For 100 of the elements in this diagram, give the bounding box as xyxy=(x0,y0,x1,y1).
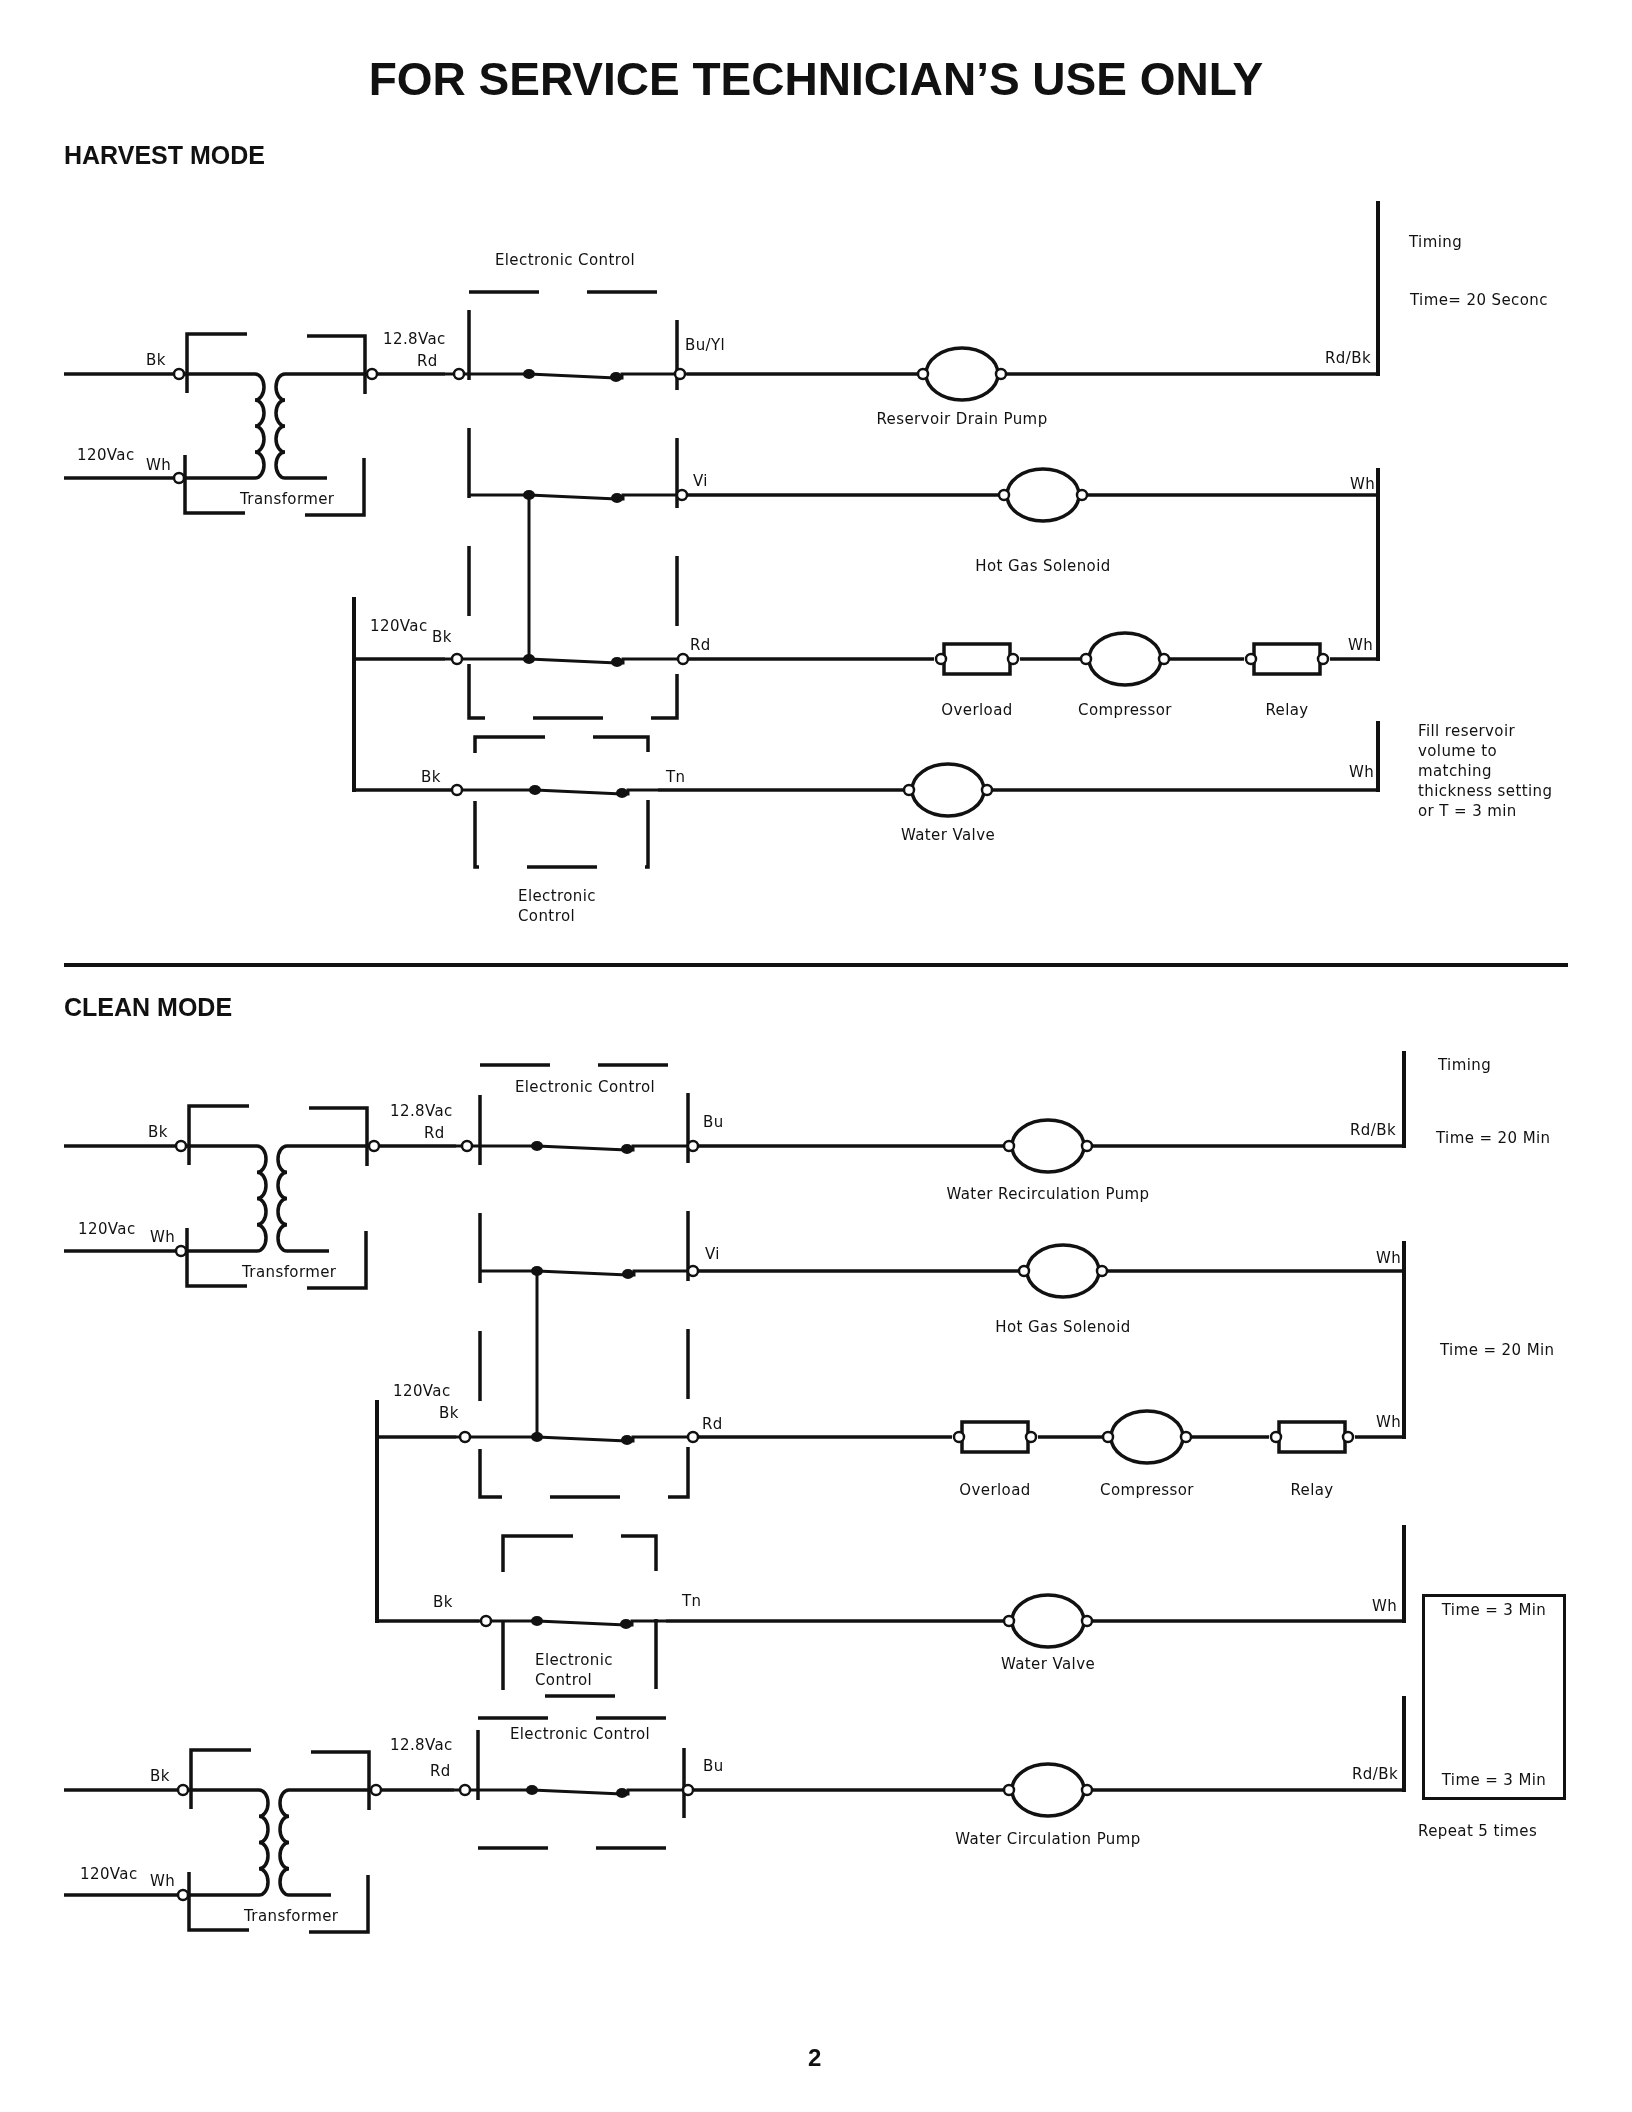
component-label: Relay xyxy=(1290,1480,1334,1500)
timing-note: Time = 20 Min xyxy=(1440,1340,1555,1360)
wire-code: Rd xyxy=(430,1762,451,1780)
wire xyxy=(1092,1619,1402,1623)
wire xyxy=(992,788,1376,792)
wire-code: Rd/Bk xyxy=(1350,1121,1396,1139)
wire-code: Rd xyxy=(690,636,711,654)
wire-code: Bu xyxy=(703,1757,724,1775)
wire xyxy=(1092,1788,1402,1792)
wire xyxy=(698,1269,1019,1273)
timing-note: Time = 3 Min xyxy=(1441,1600,1547,1620)
wire xyxy=(379,1619,479,1623)
control-label: Electronic Control xyxy=(493,250,637,270)
wire-code: 12.8Vac xyxy=(383,330,446,348)
wire-code: 120Vac xyxy=(77,446,135,464)
component-label: Compressor xyxy=(1078,700,1172,720)
wire-code: 12.8Vac xyxy=(390,1102,453,1120)
wire xyxy=(64,372,173,376)
wire xyxy=(1006,372,1376,376)
transformer-label: Transformer xyxy=(244,1906,339,1926)
wire xyxy=(1038,1435,1103,1439)
wire-code: Wh xyxy=(1348,636,1374,654)
wire xyxy=(698,1144,1004,1148)
wire-code: Rd xyxy=(702,1415,723,1433)
component-label: Hot Gas Solenoid xyxy=(975,556,1111,576)
timing-box xyxy=(1422,1594,1566,1800)
wire xyxy=(64,1893,177,1897)
wire-code: Wh xyxy=(150,1872,176,1890)
wire-code: Vi xyxy=(693,472,708,490)
wire xyxy=(1092,1144,1402,1148)
transformer-label: Transformer xyxy=(242,1262,337,1282)
component-label: Overload xyxy=(941,700,1013,720)
wire-code: Wh xyxy=(1376,1249,1402,1267)
timing-note: Time= 20 Seconc xyxy=(1410,290,1548,310)
page-title: FOR SERVICE TECHNICIAN’S USE ONLY xyxy=(368,52,1264,106)
timing-note: Fill reservoir volume to matching thickness setting or T = 3 min xyxy=(1418,721,1554,821)
wire xyxy=(687,372,918,376)
wire-code: Wh xyxy=(1349,763,1375,781)
wire-code: Wh xyxy=(1372,1597,1398,1615)
wire-code: Bu xyxy=(703,1113,724,1131)
wire xyxy=(64,1144,175,1148)
wire-code: Wh xyxy=(146,456,172,474)
wire-code: Bk xyxy=(432,628,452,646)
wire-code: Bu/Yl xyxy=(685,336,726,354)
wire xyxy=(64,476,173,480)
wire xyxy=(1087,493,1376,497)
timing-note: Timing xyxy=(1438,1055,1492,1075)
wire-code: Bk xyxy=(150,1767,170,1785)
wire xyxy=(356,788,451,792)
wire-code: Vi xyxy=(705,1245,720,1263)
wire-code: Rd/Bk xyxy=(1352,1765,1398,1783)
wire-code: Bk xyxy=(439,1404,459,1422)
timing-note: Timing xyxy=(1409,232,1463,252)
wire xyxy=(1330,657,1376,661)
transformer-label: Transformer xyxy=(240,489,335,509)
component-label: Reservoir Drain Pump xyxy=(876,409,1048,429)
section-heading: HARVEST MODE xyxy=(64,140,265,170)
timing-note: Time = 20 Min xyxy=(1436,1128,1551,1148)
wire-code: Wh xyxy=(1350,475,1376,493)
wire xyxy=(64,1249,175,1253)
component-label: Compressor xyxy=(1100,1480,1194,1500)
wire-code: Rd xyxy=(417,352,438,370)
wire xyxy=(380,1144,456,1148)
wire-code: Bk xyxy=(433,1593,453,1611)
wire-code: 120Vac xyxy=(370,617,428,635)
wire xyxy=(382,1788,454,1792)
section-heading: CLEAN MODE xyxy=(64,992,233,1022)
timing-note: Repeat 5 times xyxy=(1418,1821,1538,1841)
wire-code: 12.8Vac xyxy=(390,1736,453,1754)
component-label: Water Valve xyxy=(1000,1654,1096,1674)
timing-note: Time = 3 Min xyxy=(1441,1770,1547,1790)
wire xyxy=(658,788,904,792)
component-label: Overload xyxy=(959,1480,1031,1500)
control-label: Electronic Control xyxy=(518,886,597,926)
wire-code: 120Vac xyxy=(393,1382,451,1400)
wire xyxy=(1169,657,1244,661)
wire xyxy=(1107,1269,1402,1273)
wire xyxy=(64,1788,177,1792)
component-label: Water Recirculation Pump xyxy=(946,1184,1150,1204)
wire xyxy=(1355,1435,1402,1439)
wire xyxy=(698,1435,952,1439)
wire xyxy=(1191,1435,1269,1439)
wire xyxy=(1020,657,1081,661)
wire xyxy=(694,1788,1004,1792)
wire-code: Bk xyxy=(146,351,166,369)
wire-code: Rd xyxy=(424,1124,445,1142)
wire xyxy=(687,493,999,497)
wire-code: Wh xyxy=(1376,1413,1402,1431)
wire-code: Rd/Bk xyxy=(1325,349,1371,367)
wire-code: 120Vac xyxy=(80,1865,138,1883)
control-label: Electronic Control xyxy=(508,1724,652,1744)
wire-code: Bk xyxy=(421,768,441,786)
wire xyxy=(379,1435,456,1439)
control-label: Electronic Control xyxy=(535,1650,614,1690)
component-label: Water Circulation Pump xyxy=(955,1829,1141,1849)
wire-code: Tn xyxy=(682,1592,702,1610)
wire xyxy=(356,657,445,661)
component-label: Hot Gas Solenoid xyxy=(995,1317,1131,1337)
wire xyxy=(687,657,934,661)
wire-code: Wh xyxy=(150,1228,176,1246)
